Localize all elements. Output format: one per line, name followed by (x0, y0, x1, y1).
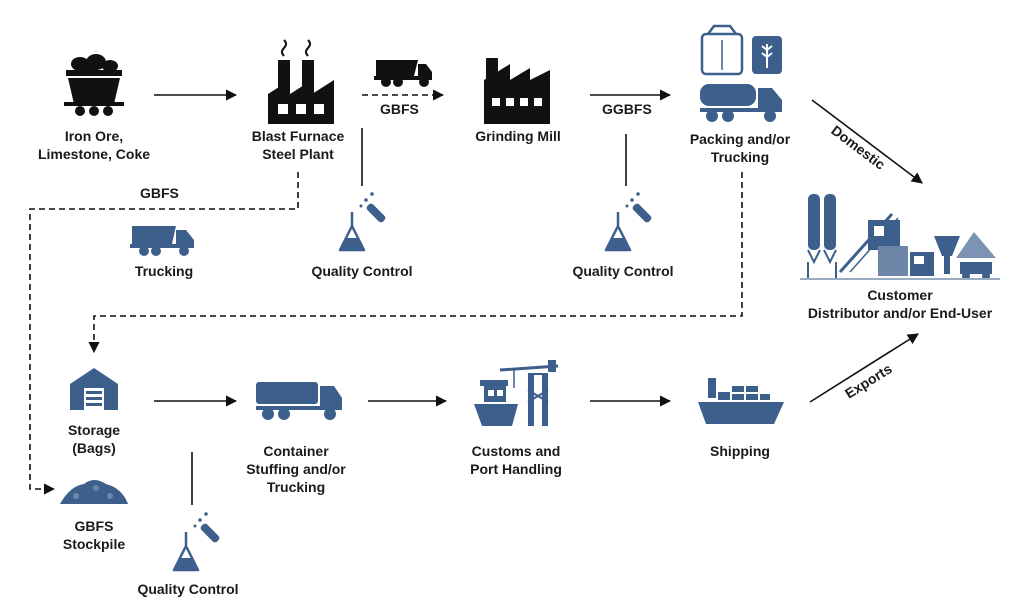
label-line: Iron Ore, (64, 128, 124, 144)
container-ship-icon (698, 378, 784, 424)
label-container: Container Stuffing and/or Trucking (226, 442, 366, 496)
label-line: Customs and (471, 443, 561, 459)
label-line: (Bags) (72, 440, 116, 456)
label-line: Customer (867, 287, 933, 303)
label-line: Container (263, 443, 329, 459)
label-storage: Storage (Bags) (34, 421, 154, 457)
bulk-bag-icon (700, 24, 744, 76)
label-grinding-mill: Grinding Mill (448, 127, 588, 145)
dashed-furnace-to-stockpile (29, 172, 299, 495)
label-line: Blast Furnace (251, 128, 345, 144)
label-qc-container: Quality Control (118, 580, 258, 598)
label-raw-materials: Iron Ore, Limestone, Coke (24, 127, 164, 163)
label-line: Trucking (134, 263, 194, 279)
tanker-truck-icon (700, 84, 782, 122)
label-qc-mill: Quality Control (553, 262, 693, 280)
dump-truck-icon-blue (130, 226, 194, 256)
label-line: Steel Plant (262, 146, 334, 162)
label-stockpile: GBFS Stockpile (34, 517, 154, 553)
edge-label-gbfs: GBFS (380, 101, 419, 117)
edge-label-ggbfs: GGBFS (602, 101, 652, 117)
label-line: Stuffing and/or (246, 461, 346, 477)
edge-label-gbfs-dashed: GBFS (140, 185, 179, 201)
label-line: Shipping (710, 443, 770, 459)
dump-truck-icon (374, 60, 432, 87)
label-line: GBFS (74, 518, 114, 534)
container-truck-icon (256, 382, 342, 420)
label-line: Packing and/or (689, 131, 791, 147)
mine-cart-icon (64, 54, 124, 116)
label-line: Trucking (266, 479, 326, 495)
label-trucking: Trucking (104, 262, 224, 280)
label-line: Distributor and/or End-User (807, 305, 993, 321)
concrete-plant-icon (800, 194, 1000, 280)
wheat-sack-icon (752, 36, 782, 74)
label-line: Grinding Mill (475, 128, 561, 144)
label-line: Trucking (710, 149, 770, 165)
dashed-packing-to-storage (88, 172, 743, 354)
label-line: Quality Control (572, 263, 674, 279)
label-line: Quality Control (137, 581, 239, 597)
arrow-domestic (811, 99, 923, 184)
port-crane-icon (499, 360, 559, 426)
label-line: Port Handling (470, 461, 562, 477)
label-line: Quality Control (311, 263, 413, 279)
lab-flask-icon (172, 512, 220, 572)
label-customer: Customer Distributor and/or End-User (800, 286, 1000, 322)
label-line: Storage (67, 422, 121, 438)
label-customs: Customs and Port Handling (446, 442, 586, 478)
cargo-ship-icon (474, 380, 518, 426)
warehouse-icon (70, 368, 118, 410)
stockpile-icon (60, 480, 128, 504)
arrow-exports (809, 333, 919, 403)
lab-flask-icon (604, 192, 652, 252)
label-line: Stockpile (62, 536, 126, 552)
label-packing: Packing and/or Trucking (670, 130, 810, 166)
label-shipping: Shipping (670, 442, 810, 460)
label-line: Limestone, Coke (37, 146, 151, 162)
factory-icon (268, 39, 334, 124)
label-blast-furnace: Blast Furnace Steel Plant (228, 127, 368, 163)
label-qc-furnace: Quality Control (292, 262, 432, 280)
lab-flask-icon (338, 192, 386, 252)
grinding-mill-icon (484, 58, 550, 124)
